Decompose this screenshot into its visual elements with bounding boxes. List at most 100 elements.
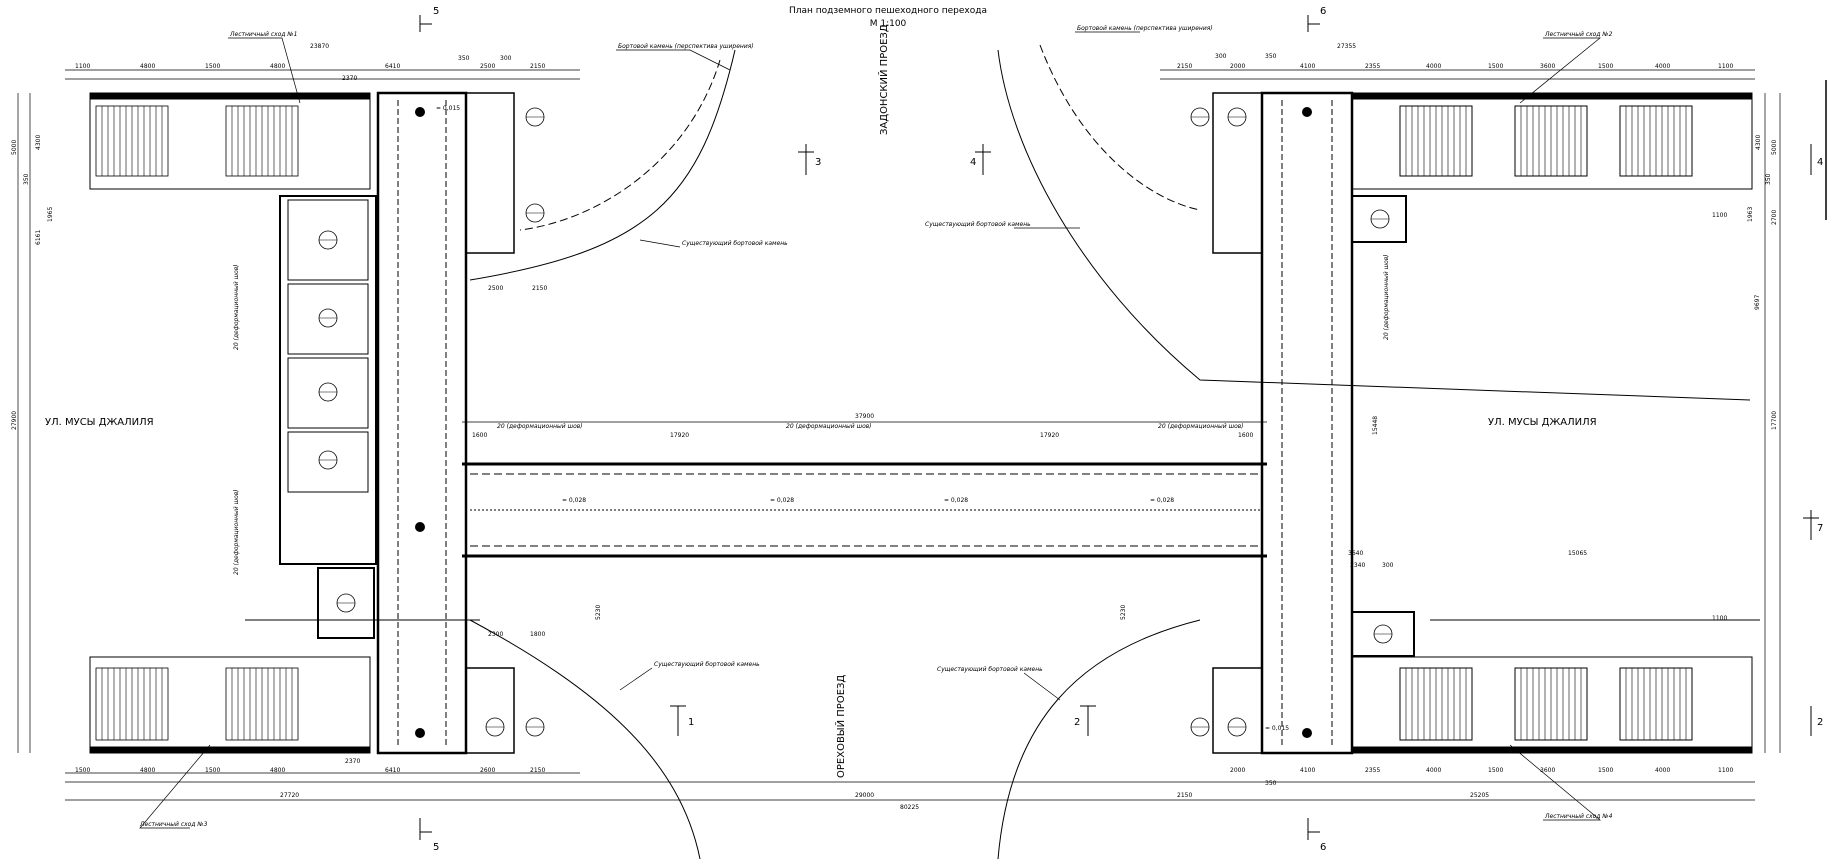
tunnel <box>462 462 1267 558</box>
dim-bottom-left-6: 2600 <box>480 767 495 774</box>
callout-curb-top-right: Бортовой камень (перспектива уширения) <box>1077 25 1213 32</box>
dim-bottom-left-0: 1500 <box>75 767 90 774</box>
dim-top-left-2: 1500 <box>205 63 220 70</box>
dim-left-side-1: 4300 <box>35 135 42 150</box>
dim-bottom-right-10: 1100 <box>1718 767 1733 774</box>
dim-misc-11: 1100 <box>1712 615 1727 622</box>
dim-bottom-right-9: 4000 <box>1655 767 1670 774</box>
dim-top-right-4: 4100 <box>1300 63 1315 70</box>
section-labels: 5 6 5 6 3 4 1 2 7 4 2 <box>433 6 1823 853</box>
dim-top-left-total: 23870 <box>310 43 329 50</box>
dim-misc-1: 2150 <box>532 285 547 292</box>
dim-top-left-7: 2500 <box>480 63 495 70</box>
dim-bottom-right-3: 4100 <box>1300 767 1315 774</box>
dim-misc-0: 2500 <box>488 285 503 292</box>
dim-right-side-5: 17700 <box>1771 411 1778 430</box>
section-1: 1 <box>688 717 694 728</box>
dim-bottom-right-7: 3600 <box>1540 767 1555 774</box>
slope-labels: = 0,028 = 0,028 = 0,028 = 0,028 = 0,015 … <box>436 105 1289 732</box>
dim-left-side-3: 6161 <box>35 230 42 245</box>
dim-misc-2: 2300 <box>488 631 503 638</box>
callouts: Лестничный сход №1 Лестничный сход №2 Ле… <box>139 25 1613 828</box>
joint-label-2: 20 (деформационный шов) <box>786 423 872 430</box>
dim-bottom-left-2: 1500 <box>205 767 220 774</box>
dim-left-side-5: 27900 <box>11 411 18 430</box>
dim-top-left-0: 1100 <box>75 63 90 70</box>
section-2: 2 <box>1074 717 1080 728</box>
dim-tunnel-end-1: 1600 <box>1238 432 1253 439</box>
joint-label-4: 20 (деформационный шов) <box>233 264 240 350</box>
dim-right-side-0: 5000 <box>1771 140 1778 155</box>
curb-lines <box>245 44 1760 860</box>
dim-top-right-9: 1500 <box>1598 63 1613 70</box>
drain-well-icon <box>415 107 425 117</box>
dim-top-right-10: 4000 <box>1655 63 1670 70</box>
dim-top-right-8: 3600 <box>1540 63 1555 70</box>
dim-left-side-0: 5000 <box>11 140 18 155</box>
dim-top-right-5: 2355 <box>1365 63 1380 70</box>
section-4-right: 4 <box>1817 157 1823 168</box>
dim-right-side-1: 4300 <box>1755 135 1762 150</box>
callout-existing-curb-2: Существующий бортовой камень <box>925 221 1031 228</box>
dim-top-right-2: 2000 <box>1230 63 1245 70</box>
dim-misc-5: 5230 <box>1120 605 1127 620</box>
slope-tunnel-2: = 0,028 <box>770 497 794 504</box>
dim-bottom-right-2: 350 <box>1265 780 1277 787</box>
right-vestibule <box>1351 195 1415 657</box>
section-markers <box>419 15 1827 840</box>
dim-right-side-7: 15448 <box>1372 416 1379 435</box>
callout-stair-3: Лестничный сход №3 <box>139 821 208 828</box>
section-7: 7 <box>1817 523 1823 534</box>
dim-top-right-7: 1500 <box>1488 63 1503 70</box>
dim-misc-7: 2340 <box>1350 562 1365 569</box>
dim-bottom-left-1: 4800 <box>140 767 155 774</box>
dim-top-left-6: 350 <box>458 55 470 62</box>
street-musa-right: УЛ. МУСЫ ДЖАЛИЛЯ <box>1488 417 1597 428</box>
dim-misc-9: 300 <box>1382 562 1394 569</box>
dim-misc-3: 1800 <box>530 631 545 638</box>
dim-top-left-9: 2150 <box>530 63 545 70</box>
left-vestibule <box>279 195 377 639</box>
callout-stair-4: Лестничный сход №4 <box>1544 813 1613 820</box>
section-5-top: 5 <box>433 6 439 17</box>
dim-right-side-4: 2700 <box>1771 210 1778 225</box>
dim-right-side-3: 1963 <box>1747 207 1754 222</box>
dim-top-left-5: 6410 <box>385 63 400 70</box>
callout-existing-curb-3: Существующий бортовой камень <box>654 661 760 668</box>
drain-well-icon <box>415 728 425 738</box>
dim-left-side-4: 1965 <box>47 207 54 222</box>
dim-bottom-center: 29000 <box>855 792 874 799</box>
joint-label-6: 20 (деформационный шов) <box>1383 254 1390 340</box>
section-5-bottom: 5 <box>433 842 439 853</box>
callout-stair-1: Лестничный сход №1 <box>229 31 297 38</box>
dim-bottom-left-5: 6410 <box>385 767 400 774</box>
joint-label-3: 20 (деформационный шов) <box>1158 423 1244 430</box>
dim-top-left-1: 4800 <box>140 63 155 70</box>
dim-bottom-left-3: 4800 <box>270 767 285 774</box>
leader-lines <box>139 31 1601 829</box>
dim-misc-4: 5230 <box>595 605 602 620</box>
street-orekhovy: ОРЕХОВЫЙ ПРОЕЗД <box>834 675 847 778</box>
dim-misc-10: 1100 <box>1712 212 1727 219</box>
dim-top-right-11: 1100 <box>1718 63 1733 70</box>
dim-top-right-3: 350 <box>1265 53 1277 60</box>
dim-top-right-6: 4000 <box>1426 63 1441 70</box>
dim-bottom-right-5: 4000 <box>1426 767 1441 774</box>
section-6-bottom: 6 <box>1320 842 1326 853</box>
dim-overall: 80225 <box>900 804 919 811</box>
dim-bottom-right-8: 1500 <box>1598 767 1613 774</box>
dim-bottom-left-4: 2370 <box>345 758 360 765</box>
dim-bottom-right-total: 25205 <box>1470 792 1489 799</box>
dimension-labels: 23870 1100 4800 1500 4800 2370 6410 350 … <box>11 43 1778 811</box>
callout-stair-2: Лестничный сход №2 <box>1544 31 1613 38</box>
dim-bottom-right-6: 1500 <box>1488 767 1503 774</box>
slope-tunnel-3: = 0,028 <box>944 497 968 504</box>
dim-top-left-8: 300 <box>500 55 512 62</box>
section-3: 3 <box>815 157 821 168</box>
dimension-lines <box>17 69 1781 801</box>
dim-tunnel-mid-0: 17920 <box>670 432 689 439</box>
drawing-scale: М 1:100 <box>870 19 907 29</box>
dim-left-side-2: 350 <box>23 173 30 185</box>
dim-bottom-right-0: 2150 <box>1177 792 1192 799</box>
